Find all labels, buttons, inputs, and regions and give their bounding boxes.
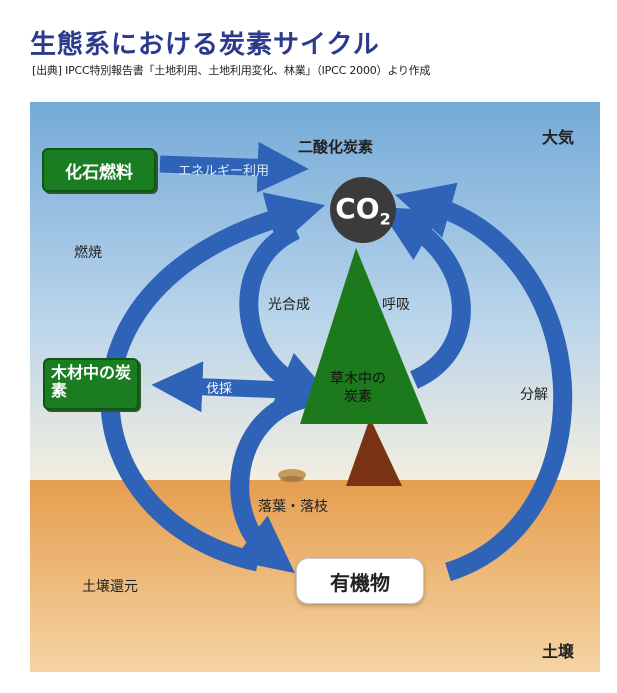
respiration-arrow [378, 206, 471, 389]
combustion-label: 燃焼 [74, 245, 102, 261]
litter-leaves-shadow [280, 476, 304, 482]
page-title: 生態系における炭素サイクル [30, 30, 380, 60]
logging-arrow [151, 361, 287, 413]
organic-matter-box: 有機物 [296, 558, 424, 604]
energy-use-arrow [159, 141, 309, 193]
co2-symbol: CO2 [335, 192, 391, 229]
tree-trunk [346, 418, 402, 486]
energy-use-label: エネルギー利用 [178, 164, 270, 179]
soil-label: 土壌 [542, 642, 575, 661]
photosynthesis-arrow [239, 221, 336, 406]
source-note: [出典] IPCC特別報告書「土地利用、土地利用変化、林業」（IPCC 2000… [32, 64, 431, 77]
co2-name-label: 二酸化炭素 [298, 138, 374, 156]
photosynthesis-label: 光合成 [268, 297, 310, 313]
respiration-label: 呼吸 [382, 297, 410, 313]
wood-carbon-box: 木材中の炭素 [43, 358, 139, 410]
decomposition-arrow [395, 182, 573, 582]
decomposition-label: 分解 [520, 387, 548, 403]
soil-return-label: 土壌還元 [82, 579, 138, 595]
litter-label: 落葉・落枝 [258, 499, 328, 515]
atmosphere-label: 大気 [542, 128, 575, 147]
tree-carbon-label: 草木中の炭素 [330, 371, 386, 405]
fossil-fuel-box: 化石燃料 [42, 148, 156, 192]
litter-arrow [230, 388, 311, 574]
logging-label: 伐採 [206, 382, 233, 397]
tree-crown [300, 248, 428, 424]
co2-circle [330, 177, 396, 243]
carbon-cycle-diagram: 大気 土壌 二酸化炭素 CO2 化石燃料 エネルギー利用 燃焼 木材中の炭素 伐… [30, 102, 600, 672]
